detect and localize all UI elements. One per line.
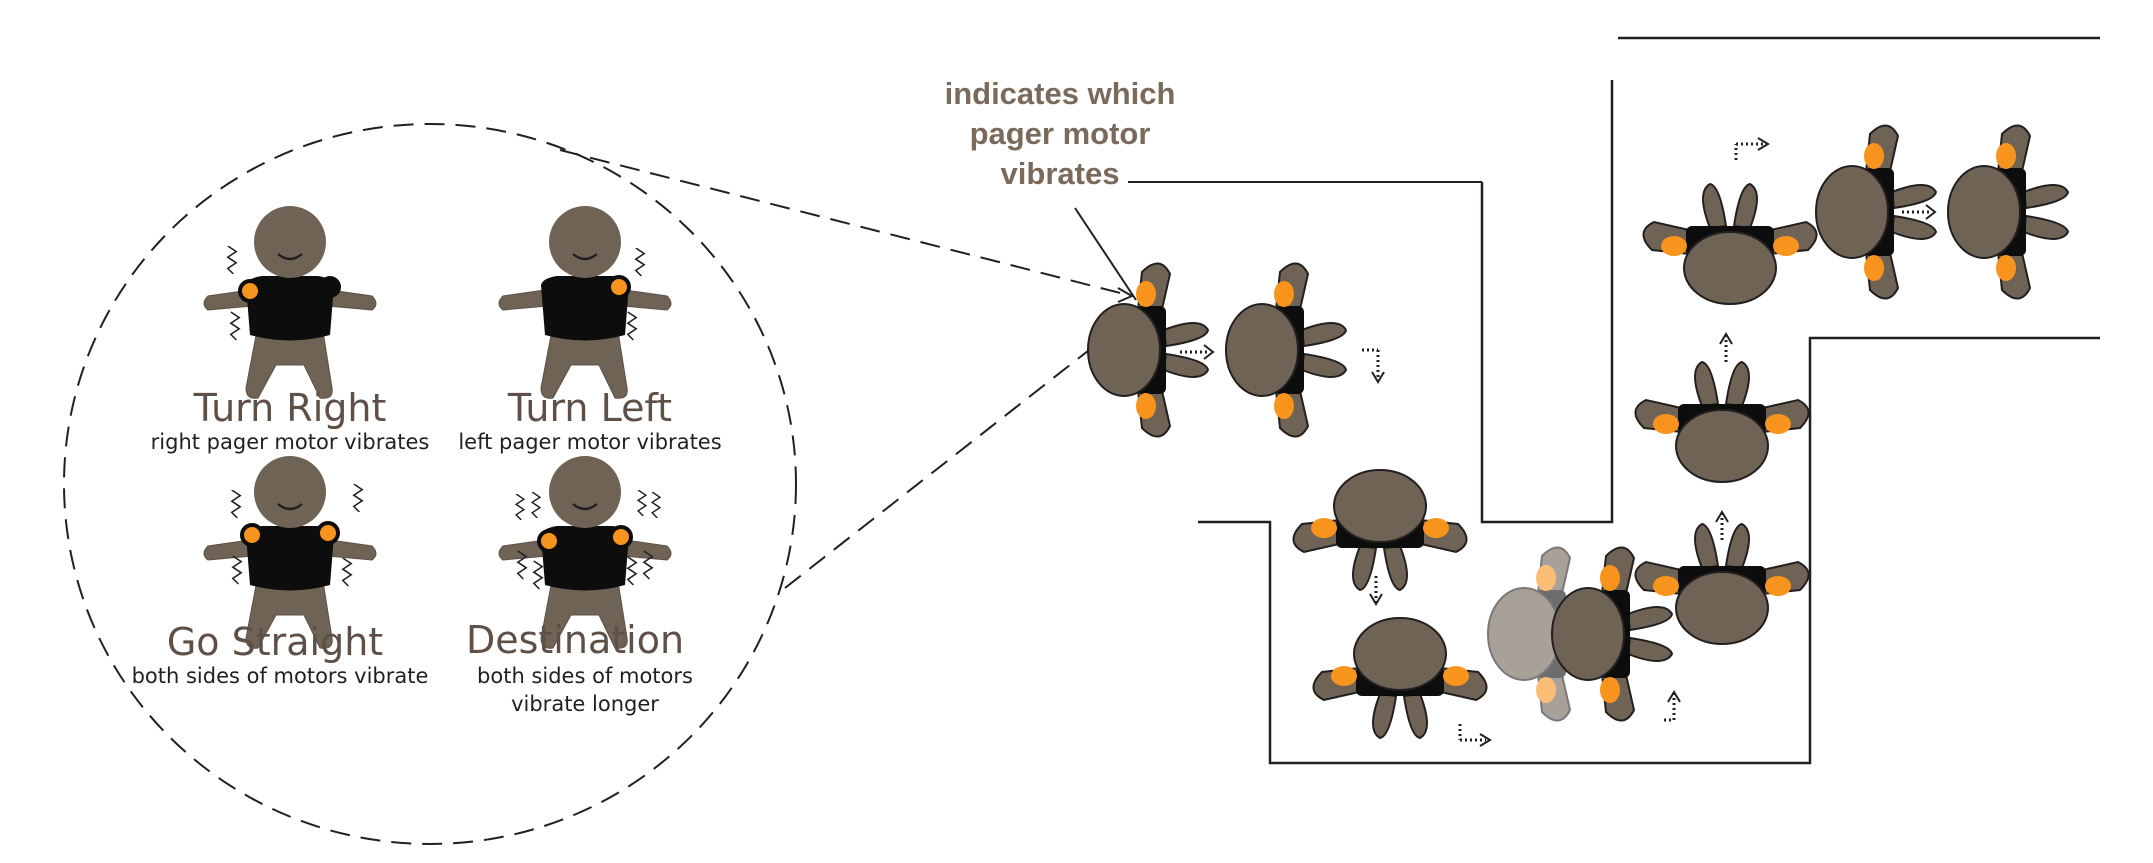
callout-line-2: pager motor	[969, 116, 1151, 151]
turn-left-title: Turn Left	[507, 386, 673, 430]
turn-right-title: Turn Right	[193, 386, 387, 430]
callout-leader	[1074, 181, 1482, 301]
turn-left-person-icon	[497, 204, 673, 400]
callout-line-3: vibrates	[1000, 156, 1120, 191]
go-straight-title: Go Straight	[166, 620, 384, 664]
turn-right-person-icon	[202, 204, 378, 400]
turn-left-subtitle: left pager motor vibrates	[458, 430, 722, 454]
callout-line-1: indicates which	[944, 76, 1176, 111]
walker-3	[1292, 469, 1468, 591]
destination-subtitle-line2: vibrate longer	[511, 692, 659, 716]
walker-2	[1225, 262, 1347, 438]
destination-person-icon	[497, 454, 673, 650]
walker-11	[1947, 124, 2069, 300]
route-arrows	[1178, 137, 1937, 747]
destination-subtitle-line1: both sides of motors	[477, 664, 693, 688]
walker-7	[1634, 523, 1810, 645]
walker-4	[1312, 617, 1488, 739]
turn-right-subtitle: right pager motor vibrates	[150, 430, 430, 454]
destination-title: Destination	[465, 618, 685, 662]
callout-text: indicates which pager motor vibrates	[920, 74, 1200, 194]
walker-8	[1634, 361, 1810, 483]
go-straight-subtitle: both sides of motors vibrate	[131, 664, 429, 688]
go-straight-person-icon	[202, 454, 378, 650]
zoom-balloon	[63, 123, 1135, 845]
walker-icons	[1087, 124, 2069, 739]
walker-9	[1642, 183, 1818, 305]
corridor-walls	[1198, 36, 2100, 765]
